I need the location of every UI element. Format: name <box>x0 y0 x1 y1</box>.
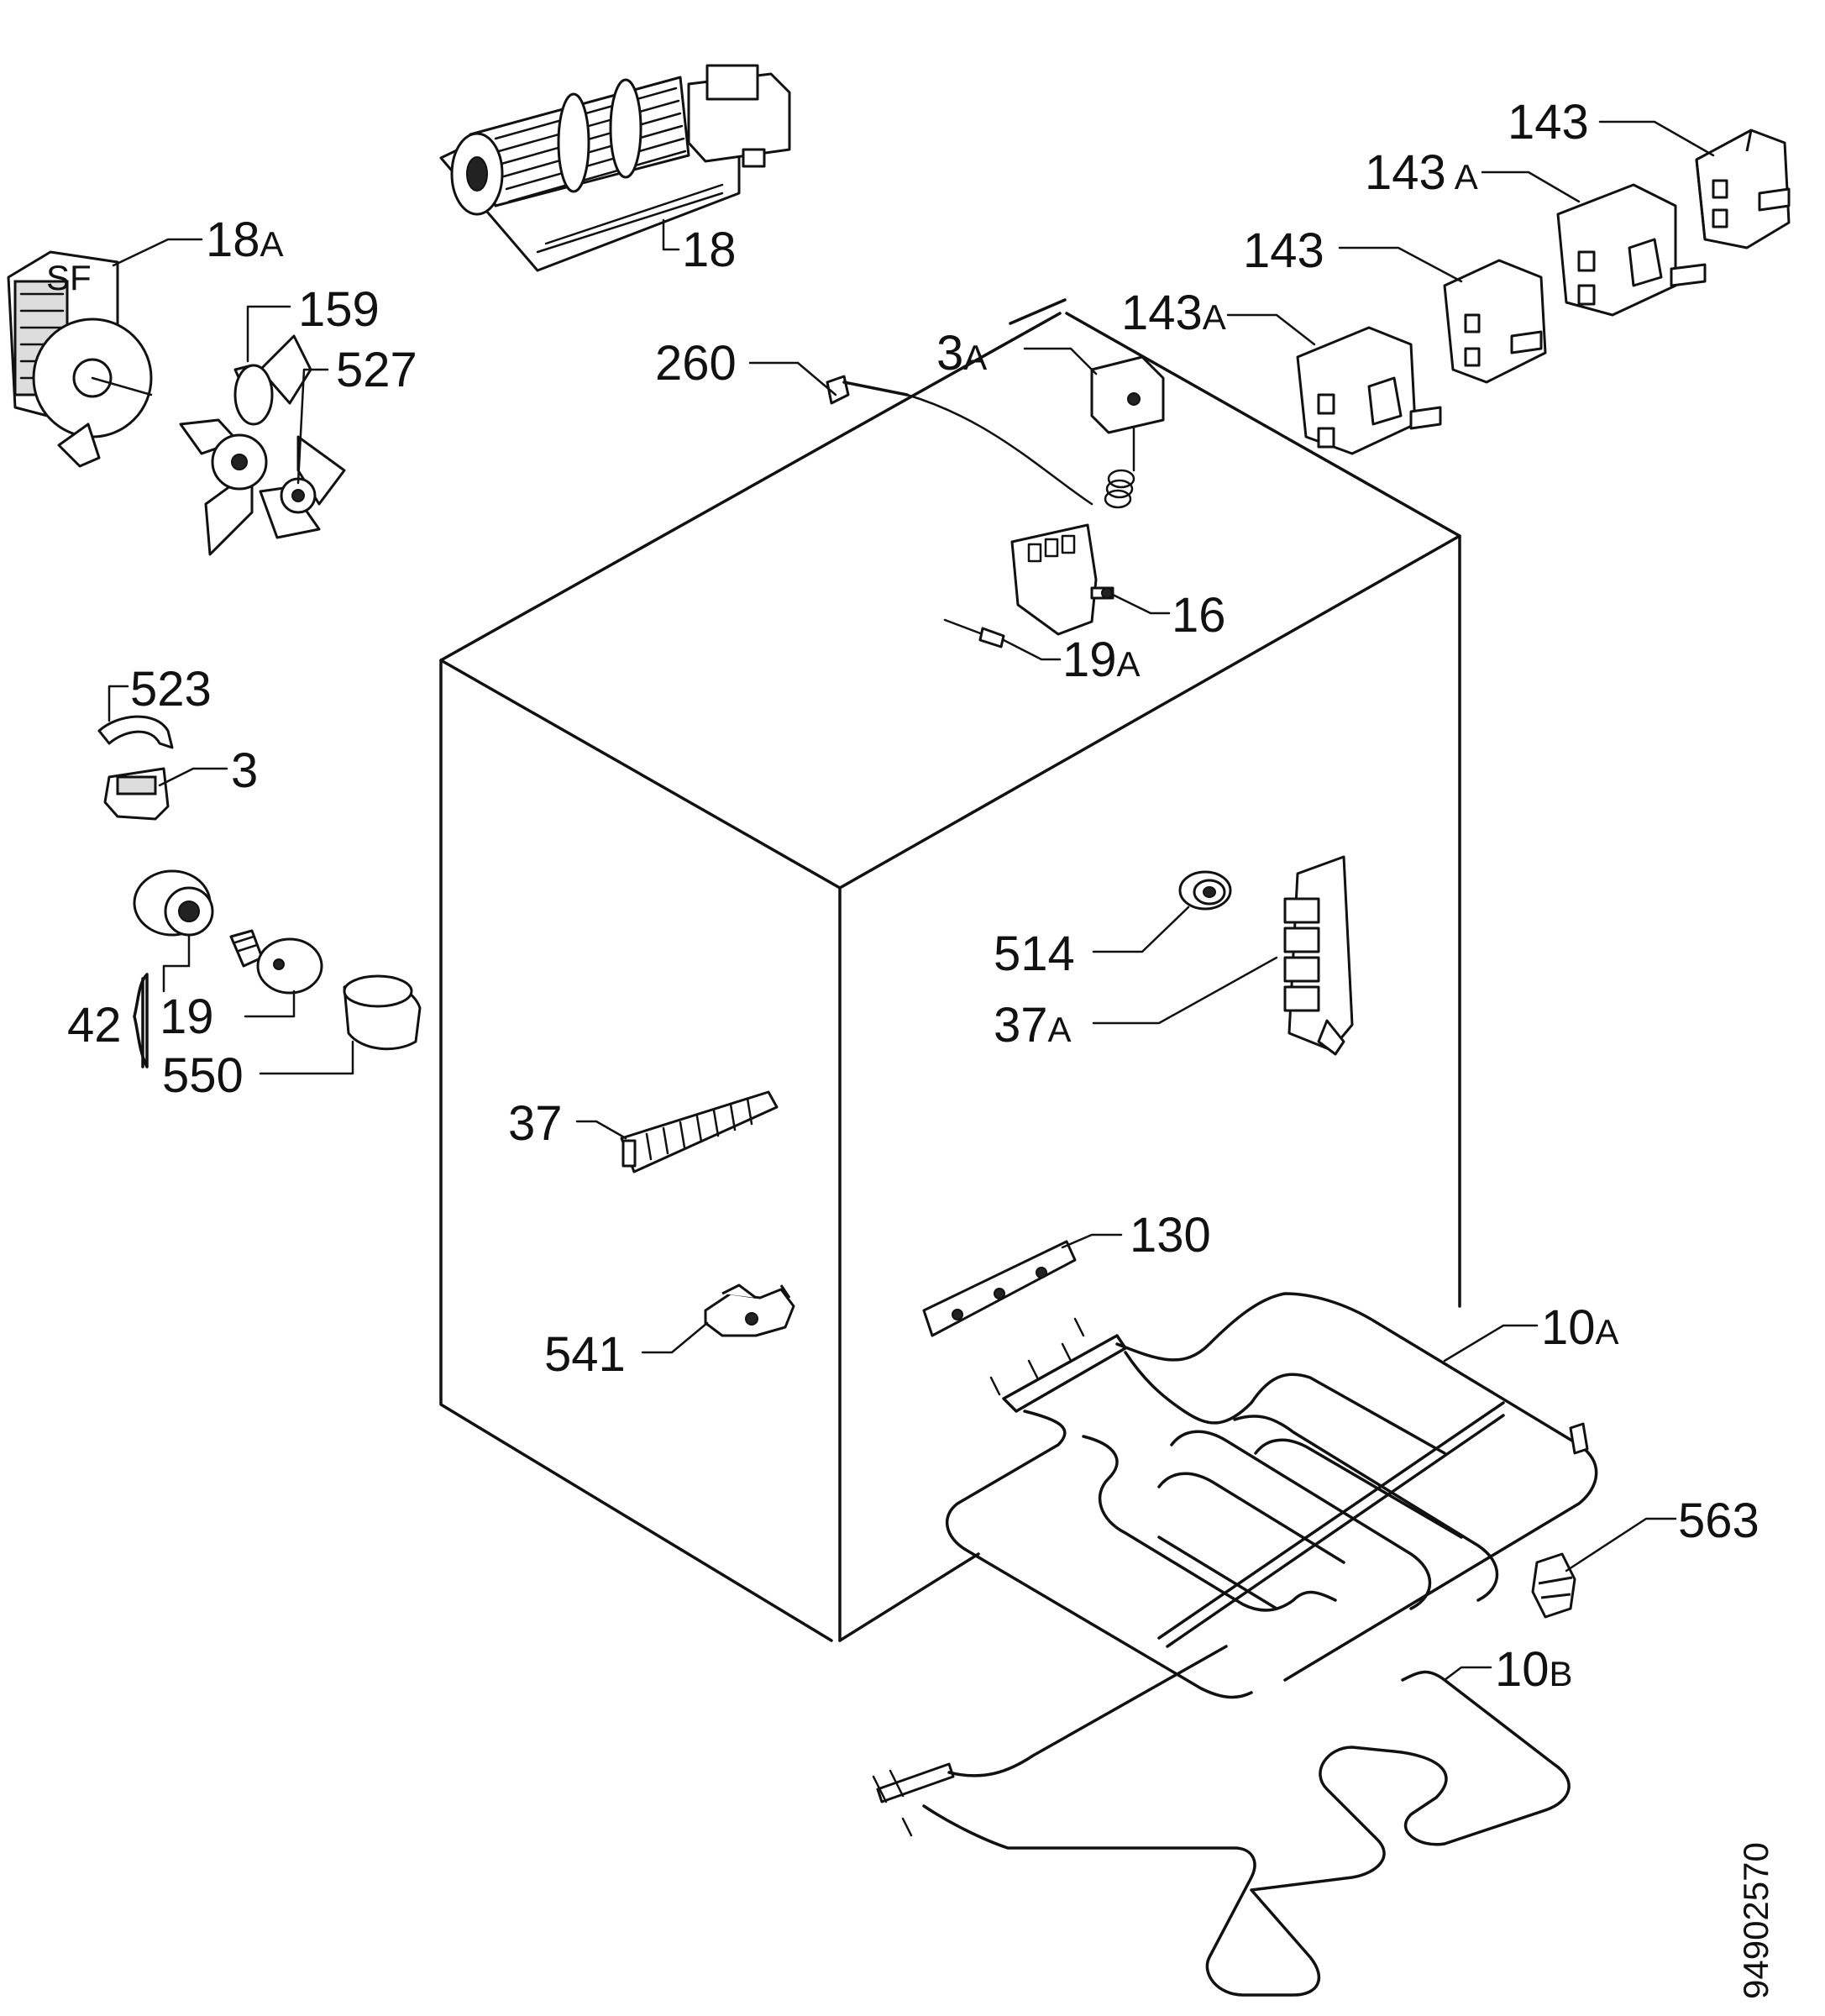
part-label-541: 541 <box>544 1321 709 1382</box>
part-label-550: 550 <box>162 1040 354 1103</box>
switch-143A-upper <box>1556 183 1707 317</box>
svg-text:550: 550 <box>162 1048 244 1103</box>
svg-text:18A: 18A <box>206 213 284 267</box>
svg-text:143A: 143A <box>1121 286 1226 340</box>
svg-text:143A: 143A <box>1365 145 1478 200</box>
svg-text:3A: 3A <box>936 326 987 381</box>
part-label-527: 527 <box>296 343 417 485</box>
tangential-fan-part <box>439 64 791 272</box>
part-label-143-middle: 143 <box>1243 223 1463 283</box>
svg-text:10A: 10A <box>1541 1300 1619 1355</box>
diagram-code: 94902570 <box>1736 1842 1775 1999</box>
svg-text:143: 143 <box>1508 95 1589 150</box>
svg-text:260: 260 <box>655 336 737 391</box>
cover-plate-130 <box>922 1240 1077 1337</box>
part-label-10A: 10A <box>1443 1300 1619 1362</box>
part-label-3A: 3A <box>936 326 1098 381</box>
fan-motor-part: SF <box>7 250 153 468</box>
svg-text:563: 563 <box>1678 1494 1759 1548</box>
svg-text:18: 18 <box>682 223 737 277</box>
svg-text:3: 3 <box>231 743 258 798</box>
part-label-143-top: 143 <box>1508 95 1715 157</box>
grommet-514 <box>1178 870 1232 911</box>
part-label-19: 19 <box>160 935 296 1044</box>
bottom-element-10B <box>872 1645 1571 1997</box>
switch-143-top <box>1695 129 1791 249</box>
svg-text:37A: 37A <box>994 998 1072 1053</box>
svg-text:527: 527 <box>336 343 417 397</box>
svg-text:SF: SF <box>46 258 92 297</box>
part-label-159: 159 <box>246 282 380 363</box>
part-label-10B: 10B <box>1443 1642 1573 1697</box>
svg-text:37: 37 <box>508 1096 563 1151</box>
part-label-3: 3 <box>158 743 258 798</box>
svg-text:541: 541 <box>544 1327 626 1382</box>
svg-text:514: 514 <box>994 927 1075 981</box>
svg-text:10B: 10B <box>1495 1642 1573 1697</box>
part-label-143A-lower: 143A <box>1121 286 1316 346</box>
svg-text:42: 42 <box>67 998 122 1053</box>
part-label-37A: 37A <box>994 956 1278 1053</box>
svg-text:143: 143 <box>1243 223 1324 278</box>
svg-text:19A: 19A <box>1062 633 1141 687</box>
svg-text:159: 159 <box>298 282 380 337</box>
part-label-130: 130 <box>1061 1208 1211 1263</box>
part-label-18: 18 <box>662 218 737 277</box>
part-label-523: 523 <box>108 662 212 722</box>
switch-143A-lower <box>1296 326 1442 455</box>
part-label-260: 260 <box>655 336 837 396</box>
thermostat-3A-part <box>1090 355 1165 509</box>
part-label-16: 16 <box>1111 588 1226 643</box>
part-label-42-group: 42 <box>67 973 149 1068</box>
svg-text:523: 523 <box>130 662 212 717</box>
lamp-bulb-19 <box>229 929 323 995</box>
part-label-18A: 18A <box>112 213 284 267</box>
svg-text:19: 19 <box>160 990 214 1044</box>
grill-element-10A <box>945 1292 1598 1699</box>
adjuster-screw-563 <box>1531 1552 1576 1619</box>
lamp-cover-550 <box>343 974 422 1051</box>
part-label-514: 514 <box>994 906 1190 981</box>
part-label-19A: 19A <box>1002 633 1141 687</box>
terminal-block-37A <box>1283 855 1354 1056</box>
lamp-holder-3 <box>103 767 170 821</box>
cable-clamp-541 <box>704 1284 795 1337</box>
svg-text:130: 130 <box>1130 1208 1211 1263</box>
fan-wheel-part <box>179 334 346 556</box>
svg-text:16: 16 <box>1172 588 1226 643</box>
sensor-260-part <box>826 375 1093 506</box>
clip-523 <box>97 715 174 749</box>
indicator-lamp-19A <box>943 618 1005 648</box>
terminal-strip-37 <box>620 1090 779 1173</box>
part-label-563: 563 <box>1565 1494 1759 1572</box>
switch-143-middle <box>1443 259 1547 384</box>
lamp-socket-part <box>133 869 214 937</box>
part-label-37: 37 <box>508 1096 627 1151</box>
oven-cabinet <box>439 298 1461 1642</box>
selector-switch-16 <box>1010 523 1114 636</box>
